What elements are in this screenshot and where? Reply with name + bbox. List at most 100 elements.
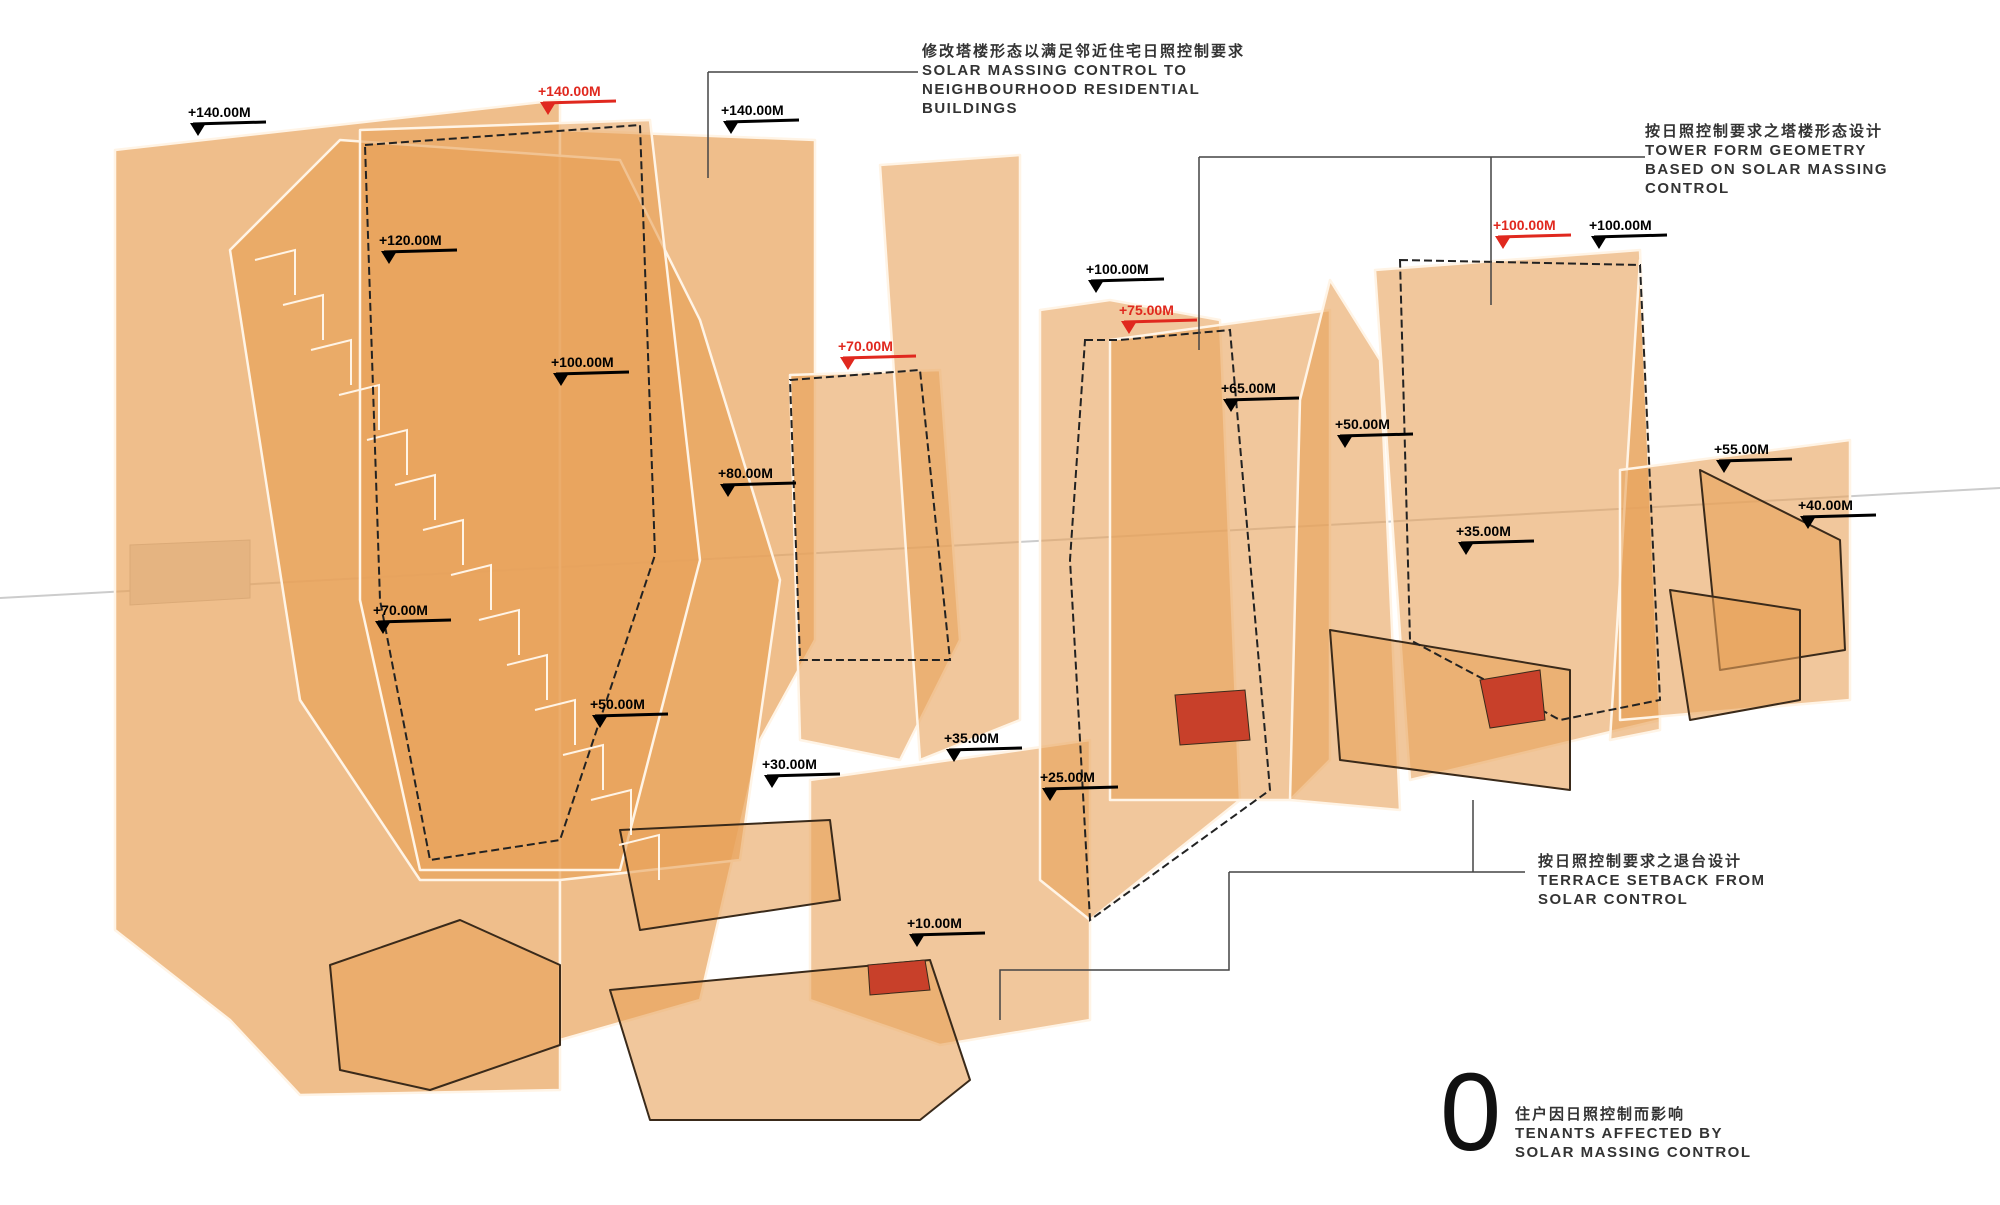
annotation-cn: 修改塔楼形态以满足邻近住宅日照控制要求: [922, 43, 1246, 60]
terrace-step: [534, 698, 576, 745]
terrace-step: [590, 788, 632, 835]
elevation-label: +50.00M: [590, 696, 645, 712]
elevation-triangle-icon: [1716, 460, 1732, 473]
elevation-label: +140.00M: [538, 83, 601, 99]
highlight-roof: [1479, 669, 1546, 729]
elevation-marker: +30.00M: [762, 756, 841, 788]
elevation-triangle-icon: [381, 251, 397, 264]
elevation-label: +75.00M: [1119, 302, 1174, 318]
terrace-step: [282, 293, 324, 340]
elevation-marker: +55.00M: [1714, 441, 1793, 473]
terrace-step: [506, 653, 548, 700]
elevation-marker: +120.00M: [379, 232, 458, 264]
elevation-label: +30.00M: [762, 756, 817, 772]
building-mass: [329, 919, 561, 1091]
annotation-line: CONTROL: [1645, 180, 1730, 197]
elevation-marker: +50.00M: [1335, 416, 1414, 448]
elevation-label: +80.00M: [718, 465, 773, 481]
elevation-triangle-icon: [1223, 399, 1239, 412]
elevation-triangle-icon: [592, 715, 608, 728]
tower-outline: [1398, 258, 1662, 722]
elevation-marker: +140.00M: [188, 104, 267, 136]
elevation-label: +100.00M: [551, 354, 614, 370]
elevation-triangle-icon: [720, 484, 736, 497]
elevation-label: +100.00M: [1086, 261, 1149, 277]
elevation-label: +35.00M: [944, 730, 999, 746]
elevation-marker: +35.00M: [1456, 523, 1535, 555]
elevation-marker: +100.00M: [551, 354, 630, 386]
elevation-marker: +65.00M: [1221, 380, 1300, 412]
elevation-triangle-icon: [1495, 236, 1511, 249]
terrace-step: [254, 248, 296, 295]
elevation-label: +140.00M: [188, 104, 251, 120]
annotation-line: NEIGHBOURHOOD RESIDENTIAL: [922, 81, 1201, 98]
elevation-label: +35.00M: [1456, 523, 1511, 539]
elevation-triangle-icon: [840, 357, 856, 370]
elevation-triangle-icon: [1088, 280, 1104, 293]
terrace-step: [562, 743, 604, 790]
elevation-label: +50.00M: [1335, 416, 1390, 432]
elevation-triangle-icon: [909, 934, 925, 947]
terrace-step: [478, 608, 520, 655]
highlight-roof: [867, 959, 931, 996]
terrace-step: [338, 383, 380, 430]
elevation-triangle-icon: [1121, 321, 1137, 334]
elevation-marker: +35.00M: [944, 730, 1023, 762]
annotation-cn: 按日照控制要求之塔楼形态设计: [1645, 123, 1884, 140]
elevation-label: +70.00M: [373, 602, 428, 618]
caption-line: SOLAR MASSING CONTROL: [1515, 1144, 1752, 1161]
annotation-line: TOWER FORM GEOMETRY: [1645, 142, 1867, 159]
elevation-label: +100.00M: [1589, 217, 1652, 233]
elevation-triangle-icon: [764, 775, 780, 788]
annotation-solar-neighbourhood: 修改塔楼形态以满足邻近住宅日照控制要求 SOLAR MASSING CONTRO…: [922, 42, 1245, 118]
elevation-marker: +70.00M: [373, 602, 452, 634]
elevation-marker: +70.00M: [838, 338, 917, 370]
elevation-marker: +80.00M: [718, 465, 797, 497]
building-mass: [1329, 629, 1571, 791]
elevation-label: +120.00M: [379, 232, 442, 248]
terrace-step: [394, 473, 436, 520]
leader-lines: [707, 71, 1645, 1020]
building-mass: [358, 118, 702, 872]
annotation-line: SOLAR MASSING CONTROL TO: [922, 62, 1188, 79]
elevation-label: +140.00M: [721, 102, 784, 118]
elevation-label: +55.00M: [1714, 441, 1769, 457]
tenants-affected-count: 0: [1440, 1051, 1502, 1174]
elevation-label: +40.00M: [1798, 497, 1853, 513]
elevation-triangle-icon: [1800, 516, 1816, 529]
terrace-step: [618, 833, 660, 880]
terrace-step: [366, 428, 408, 475]
elevation-marker: +100.00M: [1086, 261, 1165, 293]
annotation-line: BASED ON SOLAR MASSING: [1645, 161, 1889, 178]
building-mass: [878, 153, 1022, 762]
elevation-label: +25.00M: [1040, 769, 1095, 785]
terrace-step: [310, 338, 352, 385]
elevation-triangle-icon: [1591, 236, 1607, 249]
elevation-marker: +100.00M: [1493, 217, 1572, 249]
elevation-triangle-icon: [1337, 435, 1353, 448]
annotation-line: SOLAR CONTROL: [1538, 891, 1689, 908]
building-mass: [1669, 589, 1801, 721]
elevation-triangle-icon: [190, 123, 206, 136]
terrace-step: [450, 563, 492, 610]
terrace-step: [422, 518, 464, 565]
elevation-markers: +140.00M +140.00M +140.00M +120.00M +100.00M…: [188, 83, 1877, 947]
elevation-triangle-icon: [723, 121, 739, 134]
annotation-cn: 按日照控制要求之退台设计: [1538, 853, 1743, 870]
elevation-label: +100.00M: [1493, 217, 1556, 233]
elevation-label: +10.00M: [907, 915, 962, 931]
elevation-label: +70.00M: [838, 338, 893, 354]
elevation-marker: +25.00M: [1040, 769, 1119, 801]
annotation-tower-form: 按日照控制要求之塔楼形态设计 TOWER FORM GEOMETRY BASED…: [1645, 122, 1888, 198]
tenants-affected-caption: 住户因日照控制而影响 TENANTS AFFECTED BY SOLAR MAS…: [1515, 1105, 1752, 1162]
annotation-line: TERRACE SETBACK FROM: [1538, 872, 1766, 889]
annotation-line: BUILDINGS: [922, 100, 1018, 117]
tower-outline: [788, 368, 952, 661]
elevation-triangle-icon: [1458, 542, 1474, 555]
elevation-label: +65.00M: [1221, 380, 1276, 396]
caption-line: TENANTS AFFECTED BY: [1515, 1125, 1723, 1142]
elevation-marker: +75.00M: [1119, 302, 1198, 334]
annotation-terrace-setback: 按日照控制要求之退台设计 TERRACE SETBACK FROM SOLAR …: [1538, 852, 1766, 909]
elevation-marker: +50.00M: [590, 696, 669, 728]
